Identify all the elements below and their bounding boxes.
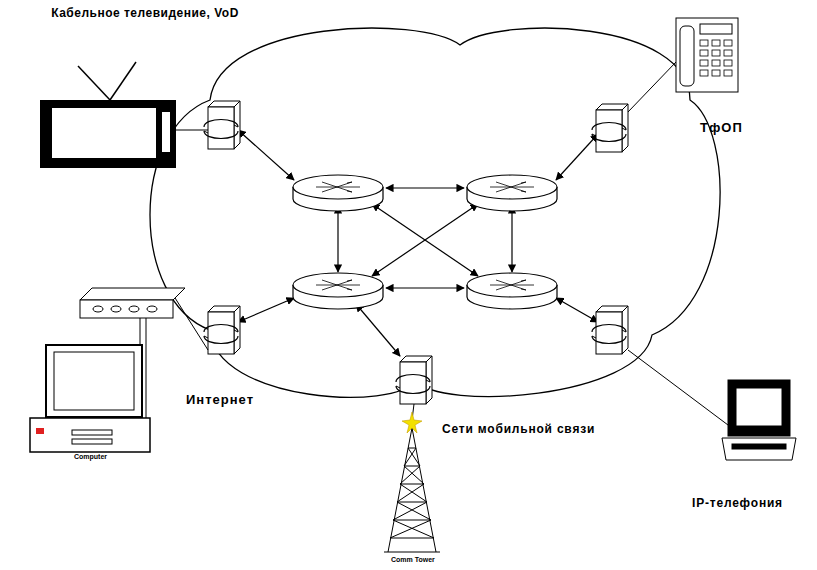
device-label: Comm Tower	[391, 556, 435, 565]
switch-symbol	[204, 306, 240, 354]
pstn-phone-icon	[676, 18, 738, 92]
network-cloud	[150, 28, 720, 397]
device-label: Кабельное телевидение, VoD	[50, 6, 240, 21]
device-label: Computer	[74, 453, 107, 462]
router-symbol	[467, 175, 557, 211]
router-links	[238, 130, 598, 356]
device-label: ТфОП	[700, 120, 743, 136]
router-symbol	[293, 175, 383, 211]
device-label: IP-телефония	[692, 496, 783, 511]
access-wires	[140, 62, 728, 430]
tv-icon	[40, 62, 176, 168]
router-symbol	[293, 273, 383, 309]
switch-symbol	[592, 104, 628, 152]
comm-tower-icon	[384, 412, 440, 552]
ip-phone-icon	[722, 380, 796, 460]
switch-symbol	[592, 306, 628, 354]
modem-icon	[80, 288, 185, 318]
device-label: Интернет	[186, 392, 254, 408]
computer-icon	[30, 345, 150, 452]
device-label: Сети мобильной связи	[442, 422, 595, 437]
switch-symbol	[396, 356, 432, 404]
router-symbol	[467, 273, 557, 309]
switch-symbol	[204, 101, 240, 149]
